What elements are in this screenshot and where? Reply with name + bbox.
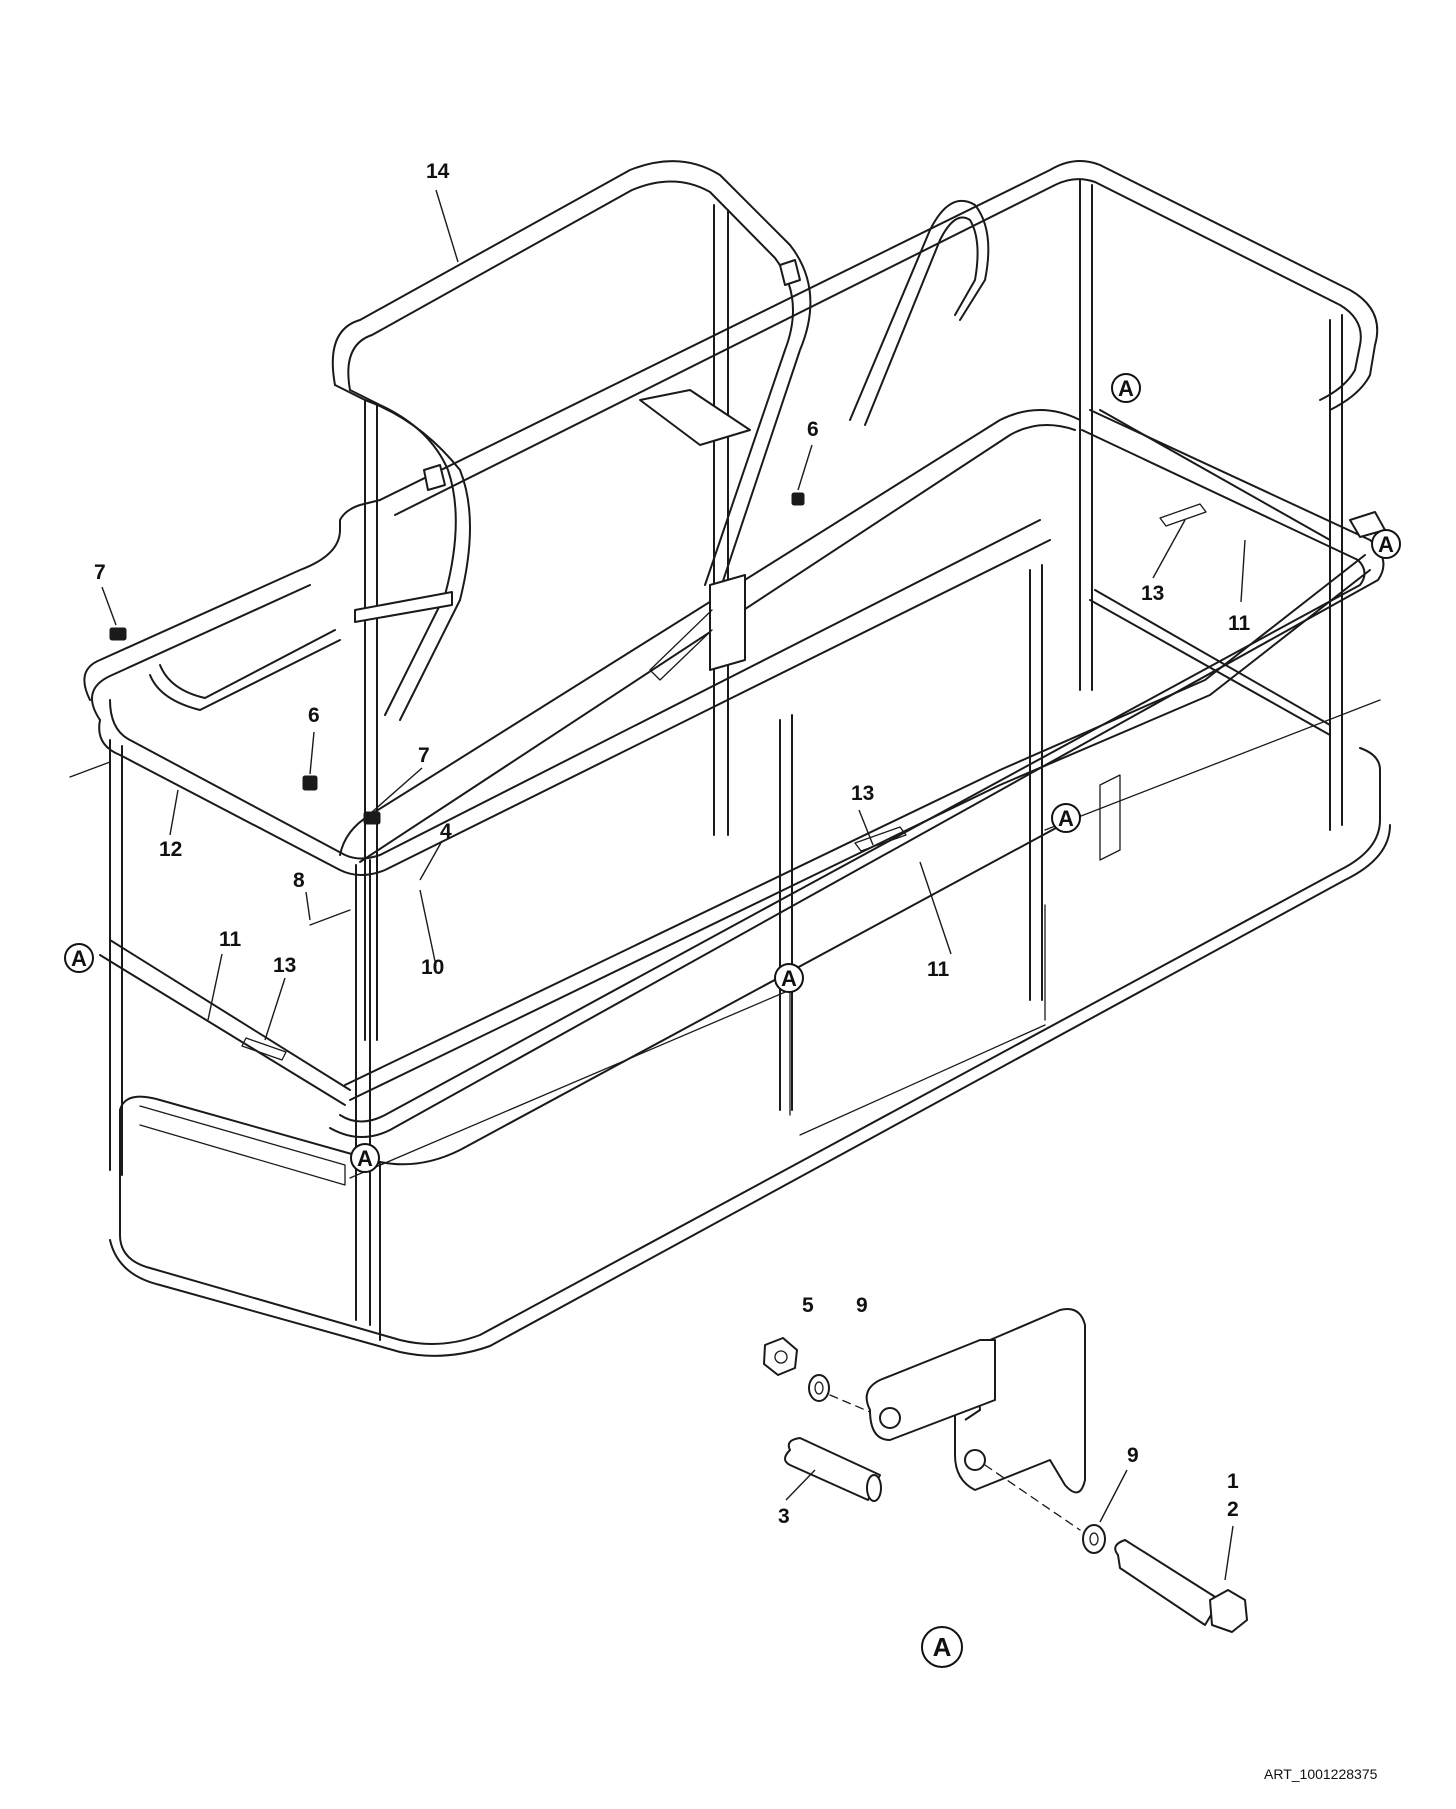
toe-board-box [109, 699, 1391, 1357]
vertical-posts [109, 179, 1343, 1326]
post-cap-7b [363, 811, 381, 825]
callout-13-center: 13 [851, 782, 874, 805]
mount-brackets [354, 259, 1386, 681]
hex-bolt [1114, 1539, 1221, 1626]
callout-11-left: 11 [219, 928, 242, 951]
callout-12: 12 [159, 838, 182, 861]
hinge-pin [784, 1437, 881, 1501]
detail-a-hardware [763, 1308, 1248, 1633]
callout-10: 10 [421, 956, 444, 979]
callout-6-gate: 6 [807, 418, 819, 441]
svg-text:A: A [357, 1146, 373, 1171]
callout-7-left: 7 [94, 561, 106, 584]
callout-11-right: 11 [1228, 612, 1251, 635]
svg-text:A: A [1058, 806, 1074, 831]
callout-7-center: 7 [418, 744, 430, 767]
callout-11-center: 11 [927, 958, 950, 981]
svg-text:A: A [1118, 376, 1134, 401]
detail-marker-a: A [1371, 529, 1401, 559]
washer-lower [1082, 1524, 1106, 1554]
callout-labels: 14 6 6 7 7 13 13 13 11 11 11 12 8 4 10 5… [94, 160, 1251, 1528]
callout-9-upper: 9 [856, 1294, 868, 1317]
detail-markers: A A A A A A A [64, 373, 1401, 1668]
detail-marker-a: A [1111, 373, 1141, 403]
detail-view-label: A [921, 1626, 963, 1668]
detail-marker-a: A [64, 943, 94, 973]
callout-3: 3 [778, 1505, 790, 1528]
detail-marker-a: A [774, 963, 804, 993]
callout-14: 14 [426, 160, 450, 183]
callout-9-lower: 9 [1127, 1444, 1139, 1467]
bumper-6b [791, 492, 805, 506]
hex-nut [763, 1337, 798, 1376]
svg-text:A: A [1378, 532, 1394, 557]
callout-2: 2 [1227, 1498, 1239, 1521]
washer-upper [808, 1374, 830, 1402]
svg-text:A: A [781, 966, 797, 991]
post-cap-7a [109, 627, 127, 641]
detail-marker-a: A [1051, 803, 1081, 833]
callout-8: 8 [293, 869, 305, 892]
callout-6-rail: 6 [308, 704, 320, 727]
callout-5: 5 [802, 1294, 814, 1317]
hardware-small [69, 492, 805, 926]
art-number: ART_1001228375 [1264, 1766, 1378, 1782]
detail-marker-a: A [350, 1143, 380, 1173]
decal-labels [241, 503, 1207, 1061]
entry-gate-arch [149, 160, 990, 721]
callout-13-left: 13 [273, 954, 296, 977]
callout-4: 4 [440, 820, 452, 843]
platform-basket [69, 160, 1391, 1357]
callout-13-right: 13 [1141, 582, 1164, 605]
callout-1: 1 [1227, 1470, 1239, 1493]
bumper-6a [302, 775, 318, 791]
leader-lines [101, 189, 1246, 1041]
svg-text:A: A [933, 1632, 952, 1662]
svg-text:A: A [71, 946, 87, 971]
